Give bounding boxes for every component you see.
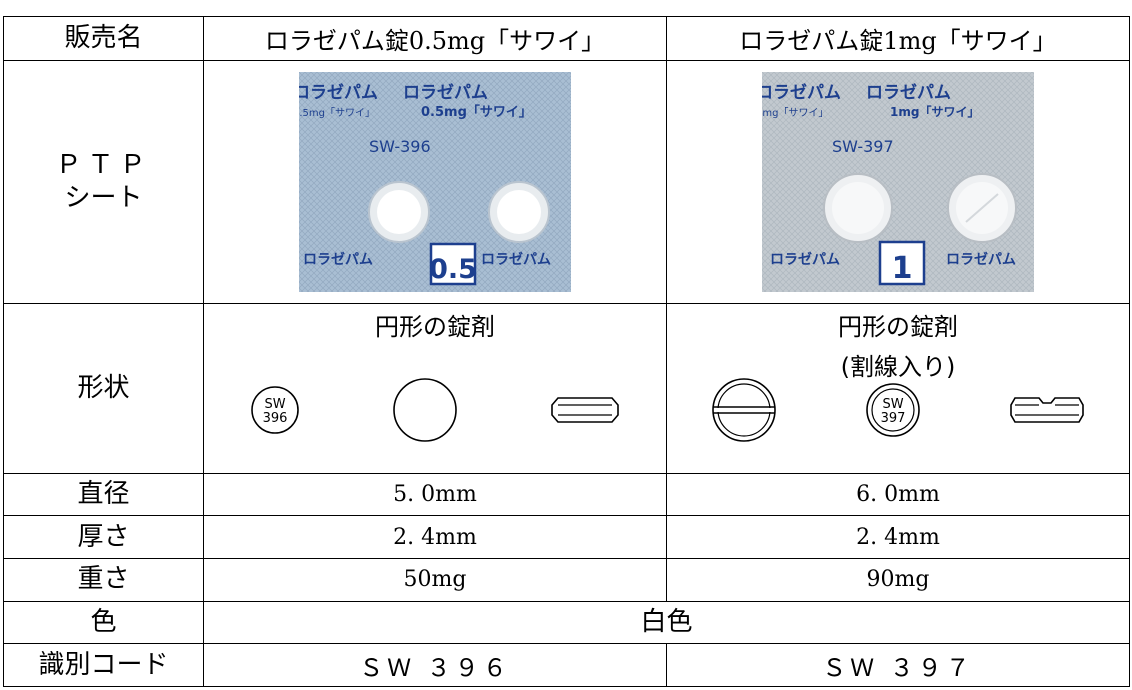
tablet2-mark-top: SW <box>882 397 903 412</box>
cropped-heading-strip <box>0 0 320 16</box>
sheet2-brand-a: ロラゼパム <box>762 82 841 103</box>
shape-cell-2: 円形の錠剤 (割線入り) SW 397 <box>666 302 1130 474</box>
id-code-row: 識別コード ＳＷ ３９６ ＳＷ ３９７ <box>3 643 1130 687</box>
shape-row: 形状 円形の錠剤 SW 396 円形の錠剤 (割線入り) <box>3 302 1130 474</box>
tablet1-mark-top: SW <box>264 397 285 412</box>
sheet2-strength-b: 1mg「サワイ」 <box>890 104 979 119</box>
diameter-label: 直径 <box>77 479 130 510</box>
sheet2-brand-b: ロラゼパム <box>866 82 951 103</box>
color-value: 白色 <box>640 607 693 638</box>
product-name-2: ロラゼパム錠1mg「サワイ」 <box>739 26 1057 55</box>
sheet2-brand-d: ロラゼパム <box>946 251 1016 268</box>
ptp-row: ＰＴＰ シート ロラゼパム ロラゼパム 0.5mg「サワイ」 0.5mg「サワイ… <box>3 59 1130 304</box>
id-code-label-cell: 識別コード <box>3 643 204 687</box>
sheet2-code: SW-397 <box>832 137 894 156</box>
sheet1-code: SW-396 <box>369 137 431 156</box>
weight-value-1: 50mg <box>403 567 467 593</box>
diameter-value-2: 6. 0mm <box>856 481 940 507</box>
ptp-photo-cell-1: ロラゼパム ロラゼパム 0.5mg「サワイ」 0.5mg「サワイ」 SW-396… <box>203 59 667 304</box>
sheet1-big-number: 0.5 <box>429 254 477 285</box>
sheet2-brand-c: ロラゼパム <box>770 251 840 268</box>
tablet-front-marked-icon: SW 396 <box>251 386 299 434</box>
sheet2-big-number: 1 <box>892 251 913 286</box>
shape-desc-2: 円形の錠剤 <box>838 312 958 341</box>
shape-desc-1-line2 <box>204 350 666 380</box>
header-label: 販売名 <box>64 23 143 54</box>
tablet-front-marked-icon-2: SW 397 <box>866 383 920 437</box>
color-label-cell: 色 <box>3 600 204 645</box>
shape-desc-2-line2: (割線入り) <box>840 352 956 381</box>
weight-value-cell-2: 90mg <box>666 557 1130 602</box>
diameter-row: 直径 5. 0mm 6. 0mm <box>3 472 1130 517</box>
thickness-value-1: 2. 4mm <box>393 524 477 550</box>
tablet-drawings-1: SW 396 <box>204 378 666 442</box>
diameter-value-1: 5. 0mm <box>393 481 477 507</box>
ptp-label-cell: ＰＴＰ シート <box>3 59 204 304</box>
id-code-value-cell-1: ＳＷ ３９６ <box>203 643 667 687</box>
tablet-back-plain-icon <box>393 378 457 442</box>
header-label-cell: 販売名 <box>3 16 204 61</box>
id-code-label: 識別コード <box>38 649 169 680</box>
shape-desc-1: 円形の錠剤 <box>375 312 495 341</box>
tablet1-mark-bottom: 396 <box>263 411 288 426</box>
weight-label: 重さ <box>77 564 130 595</box>
tablet2-mark-bottom: 397 <box>881 411 906 426</box>
diameter-value-cell-1: 5. 0mm <box>203 472 667 517</box>
shape-cell-1: 円形の錠剤 SW 396 <box>203 302 667 474</box>
ptp-label-line2: シート <box>64 182 143 213</box>
ptp-label-line1: ＰＴＰ <box>55 150 152 181</box>
ptp-sheet-photo-1: ロラゼパム ロラゼパム 0.5mg「サワイ」 0.5mg「サワイ」 SW-396… <box>299 71 571 292</box>
cropped-heading-text <box>0 0 320 16</box>
sheet1-strength-b: 0.5mg「サワイ」 <box>421 104 532 120</box>
thickness-value-cell-1: 2. 4mm <box>203 515 667 559</box>
sheet1-brand-c: ロラゼパム <box>303 251 373 268</box>
tablet-side-view-icon <box>551 397 619 423</box>
diameter-value-cell-2: 6. 0mm <box>666 472 1130 517</box>
weight-value-2: 90mg <box>866 567 930 593</box>
tablet-side-view-scored-icon <box>1010 397 1084 423</box>
id-code-value-1: ＳＷ ３９６ <box>359 653 511 682</box>
product-name-cell-2: ロラゼパム錠1mg「サワイ」 <box>666 16 1130 61</box>
header-row: 販売名 ロラゼパム錠0.5mg「サワイ」 ロラゼパム錠1mg「サワイ」 <box>3 16 1130 61</box>
tablet-scored-face-icon <box>712 378 776 442</box>
thickness-value-2: 2. 4mm <box>856 524 940 550</box>
ptp-photo-cell-2: ロラゼパム ロラゼパム 1mg「サワイ」 1mg「サワイ」 SW-397 ロラゼ… <box>666 59 1130 304</box>
shape-label-cell: 形状 <box>3 302 204 474</box>
sheet1-brand-d: ロラゼパム <box>481 251 551 268</box>
weight-label-cell: 重さ <box>3 557 204 602</box>
color-row: 色 白色 <box>3 600 1130 645</box>
sheet1-strength-a: 0.5mg「サワイ」 <box>299 107 375 119</box>
sheet1-brand-b: ロラゼパム <box>403 82 488 103</box>
product-name-1: ロラゼパム錠0.5mg「サワイ」 <box>264 26 606 55</box>
thickness-value-cell-2: 2. 4mm <box>666 515 1130 559</box>
weight-row: 重さ 50mg 90mg <box>3 557 1130 602</box>
product-name-cell-1: ロラゼパム錠0.5mg「サワイ」 <box>203 16 667 61</box>
product-spec-table: 販売名 ロラゼパム錠0.5mg「サワイ」 ロラゼパム錠1mg「サワイ」 ＰＴＰ … <box>3 16 1130 687</box>
id-code-value-cell-2: ＳＷ ３９７ <box>666 643 1130 687</box>
shape-label: 形状 <box>77 372 130 403</box>
sheet1-brand-a: ロラゼパム <box>299 82 378 103</box>
weight-value-cell-1: 50mg <box>203 557 667 602</box>
diameter-label-cell: 直径 <box>3 472 204 517</box>
ptp-sheet-photo-2: ロラゼパム ロラゼパム 1mg「サワイ」 1mg「サワイ」 SW-397 ロラゼ… <box>762 71 1034 292</box>
tablet-drawings-2: SW 397 <box>667 378 1129 442</box>
color-value-cell: 白色 <box>203 600 1130 645</box>
thickness-label-cell: 厚さ <box>3 515 204 559</box>
thickness-label: 厚さ <box>77 521 130 552</box>
id-code-value-2: ＳＷ ３９７ <box>822 653 974 682</box>
thickness-row: 厚さ 2. 4mm 2. 4mm <box>3 515 1130 559</box>
sheet2-strength-a: 1mg「サワイ」 <box>762 107 828 119</box>
color-label: 色 <box>90 607 117 638</box>
